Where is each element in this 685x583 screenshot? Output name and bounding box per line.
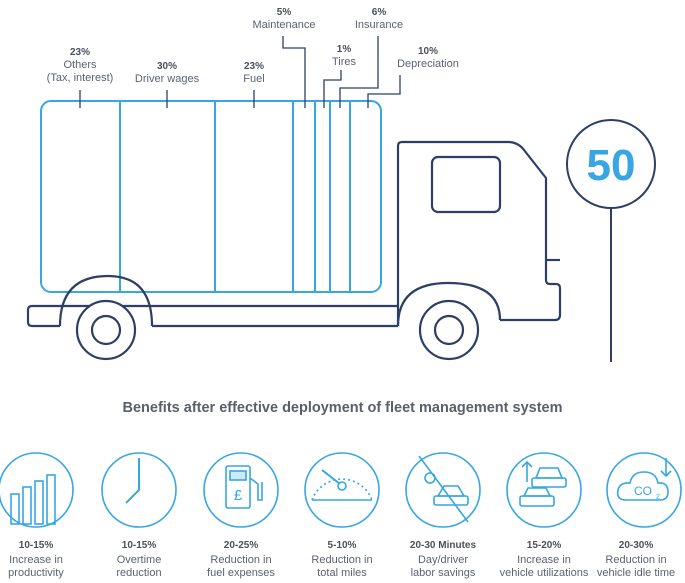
benefit-line: Reduction in	[311, 554, 373, 566]
truck-wheel-arch-rear	[58, 274, 154, 327]
fuel-pump-icon: £	[203, 452, 279, 528]
benefit-value: 20-30 Minutes	[409, 540, 477, 551]
benefit-value: 10-15%	[18, 540, 54, 551]
cost-pct: 30%	[156, 61, 177, 72]
benefit-line: Reduction in	[210, 554, 272, 566]
leader-lines	[79, 36, 401, 108]
co2-reduction-icon: CO 2	[606, 452, 682, 528]
benefit-line: total miles	[317, 567, 367, 579]
cargo-box-outline	[40, 100, 382, 293]
benefit-line: reduction	[116, 567, 162, 579]
svg-text:CO: CO	[634, 484, 652, 498]
benefit-line: vehicle utilizations	[499, 567, 589, 579]
benefit-line: labor savings	[410, 567, 476, 579]
cost-text: (Tax, interest)	[46, 72, 114, 84]
benefits-title: Benefits after effective deployment of f…	[122, 400, 563, 416]
benefit-line: Reduction in	[605, 554, 667, 566]
svg-text:£: £	[234, 487, 243, 504]
cost-text: Depreciation	[397, 58, 459, 70]
cost-text: Insurance	[354, 19, 404, 31]
benefit-icons: £	[0, 452, 682, 528]
benefit-line: vehicle idle time	[596, 567, 676, 579]
cost-pct: 5%	[276, 7, 292, 18]
benefit-value: 20-25%	[223, 540, 259, 551]
cost-label-depreciation: 10% Depreciation	[388, 45, 468, 71]
cost-label-insurance: 6% Insurance	[344, 6, 414, 32]
cost-pct: 10%	[417, 46, 438, 57]
cost-text: Fuel	[243, 73, 265, 85]
speed-sign: 50	[566, 119, 656, 362]
speed-sign-value: 50	[587, 141, 636, 190]
svg-text:2: 2	[656, 494, 660, 501]
truck-frame	[41, 140, 562, 322]
benefit-line: fuel expenses	[207, 567, 275, 579]
benefit-value: 5-10%	[327, 540, 357, 551]
cost-text: Others	[63, 59, 97, 71]
cost-label-fuel: 23% Fuel	[229, 60, 279, 86]
cost-text: Driver wages	[134, 73, 200, 85]
vehicles-up-icon	[506, 452, 582, 528]
benefit-line: Overtime	[116, 554, 162, 566]
cost-text: Maintenance	[252, 19, 316, 31]
benefit-line: Increase in	[9, 554, 63, 566]
benefit-value: 20-30%	[618, 540, 654, 551]
speedometer-icon	[304, 452, 380, 528]
cost-label-others: 23% Others (Tax, interest)	[40, 46, 120, 85]
clock-icon	[101, 452, 177, 528]
truck-body	[26, 140, 562, 328]
cost-pct: 1%	[336, 44, 352, 55]
wheels	[75, 299, 480, 361]
cost-pct: 23%	[69, 47, 90, 58]
benefit-line: Increase in	[517, 554, 571, 566]
truck-wheel-arch-front	[396, 281, 502, 327]
cost-text: Tires	[331, 56, 357, 68]
cost-label-driver-wages: 30% Driver wages	[122, 60, 212, 86]
truck-chassis	[26, 304, 60, 328]
cost-pct: 23%	[243, 61, 264, 72]
bar-chart-icon	[0, 452, 74, 528]
benefit-line: Day/driver	[417, 554, 469, 566]
cost-pct: 6%	[371, 7, 387, 18]
benefit-line: productivity	[8, 567, 64, 579]
cost-label-maintenance: 5% Maintenance	[244, 6, 324, 32]
cost-label-tires: 1% Tires	[324, 43, 364, 69]
cargo-box	[40, 100, 382, 293]
night-driving-icon	[405, 452, 481, 528]
benefit-value: 10-15%	[121, 540, 157, 551]
benefit-value: 15-20%	[526, 540, 562, 551]
truck-window-icon	[430, 155, 502, 214]
